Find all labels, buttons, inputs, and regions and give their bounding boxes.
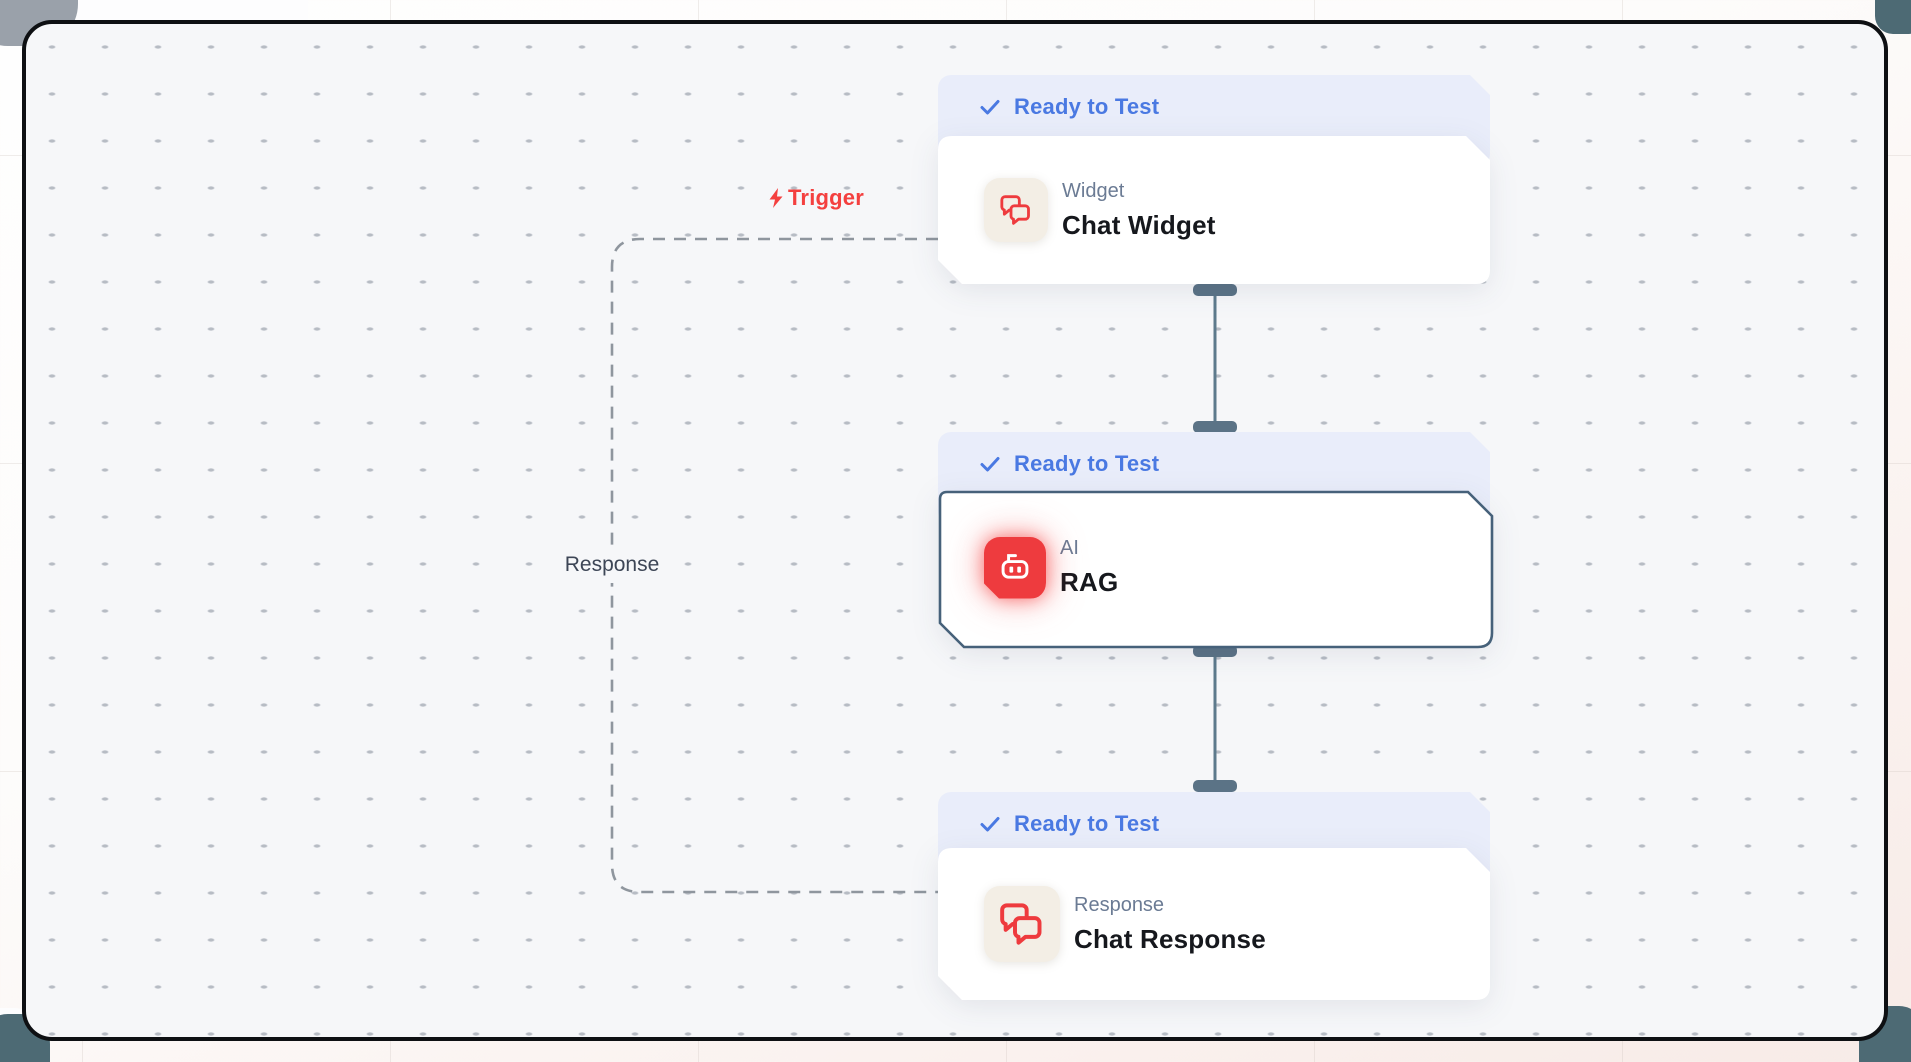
node-card[interactable]: Response Chat Response — [938, 848, 1490, 1000]
chat-bubbles-icon — [1000, 903, 1042, 945]
node-card-selected[interactable]: AI RAG — [938, 490, 1494, 649]
connector-edge-widget-rag[interactable] — [1193, 284, 1237, 433]
node-icon-plate — [984, 178, 1048, 242]
check-icon — [978, 812, 1002, 836]
connector-handle-source[interactable] — [1193, 284, 1237, 296]
node-icon-plate — [984, 537, 1046, 599]
bolt-icon — [769, 188, 783, 208]
node-subtitle: Response — [1074, 893, 1165, 916]
status-label: Ready to Test — [1014, 94, 1160, 119]
node-subtitle: Widget — [1062, 179, 1125, 202]
status-label: Ready to Test — [1014, 451, 1160, 476]
check-icon — [978, 95, 1002, 119]
node-chat-response[interactable]: Ready to Test Response Cha — [938, 792, 1490, 1000]
status-label: Ready to Test — [1014, 811, 1160, 836]
node-subtitle: AI — [1060, 537, 1079, 559]
response-edge-label: Response — [554, 547, 670, 583]
check-icon — [978, 452, 1002, 476]
trigger-edge-label: Trigger — [766, 185, 864, 211]
node-rag[interactable]: Ready to Test — [938, 432, 1494, 649]
robot-icon — [993, 546, 1037, 590]
flow-canvas[interactable]: Trigger Response Ready to Test — [22, 20, 1888, 1041]
chat-bubbles-icon — [1000, 195, 1030, 225]
node-icon-plate — [984, 886, 1060, 962]
node-title: Chat Widget — [1062, 209, 1216, 240]
node-title: RAG — [1060, 567, 1119, 597]
connector-handle-target[interactable] — [1193, 780, 1237, 792]
underlying-blob-top-right — [1875, 0, 1911, 34]
node-chat-widget[interactable]: Ready to Test Widget Chat — [938, 75, 1490, 284]
connector-edge-rag-response[interactable] — [1193, 645, 1237, 792]
node-title: Chat Response — [1074, 923, 1266, 954]
node-card[interactable]: Widget Chat Widget — [938, 136, 1490, 284]
